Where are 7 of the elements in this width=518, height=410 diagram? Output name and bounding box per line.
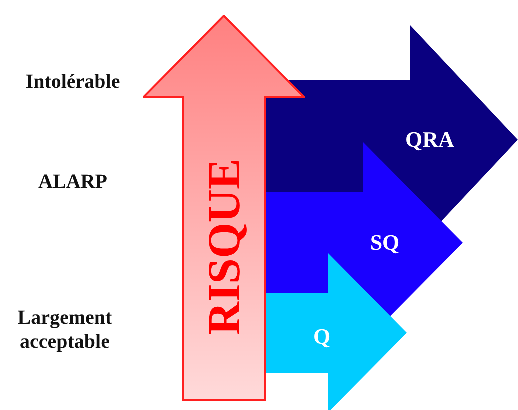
band-label: RISQUE <box>198 158 250 336</box>
risk-level-label: Intolérable <box>24 70 122 94</box>
band-label: SQ <box>370 230 400 256</box>
risk-level-label: ALARP <box>38 170 108 194</box>
band-label: Q <box>313 324 331 350</box>
risk-level-label: Largement acceptable <box>16 306 114 354</box>
band-label: QRA <box>406 127 454 153</box>
